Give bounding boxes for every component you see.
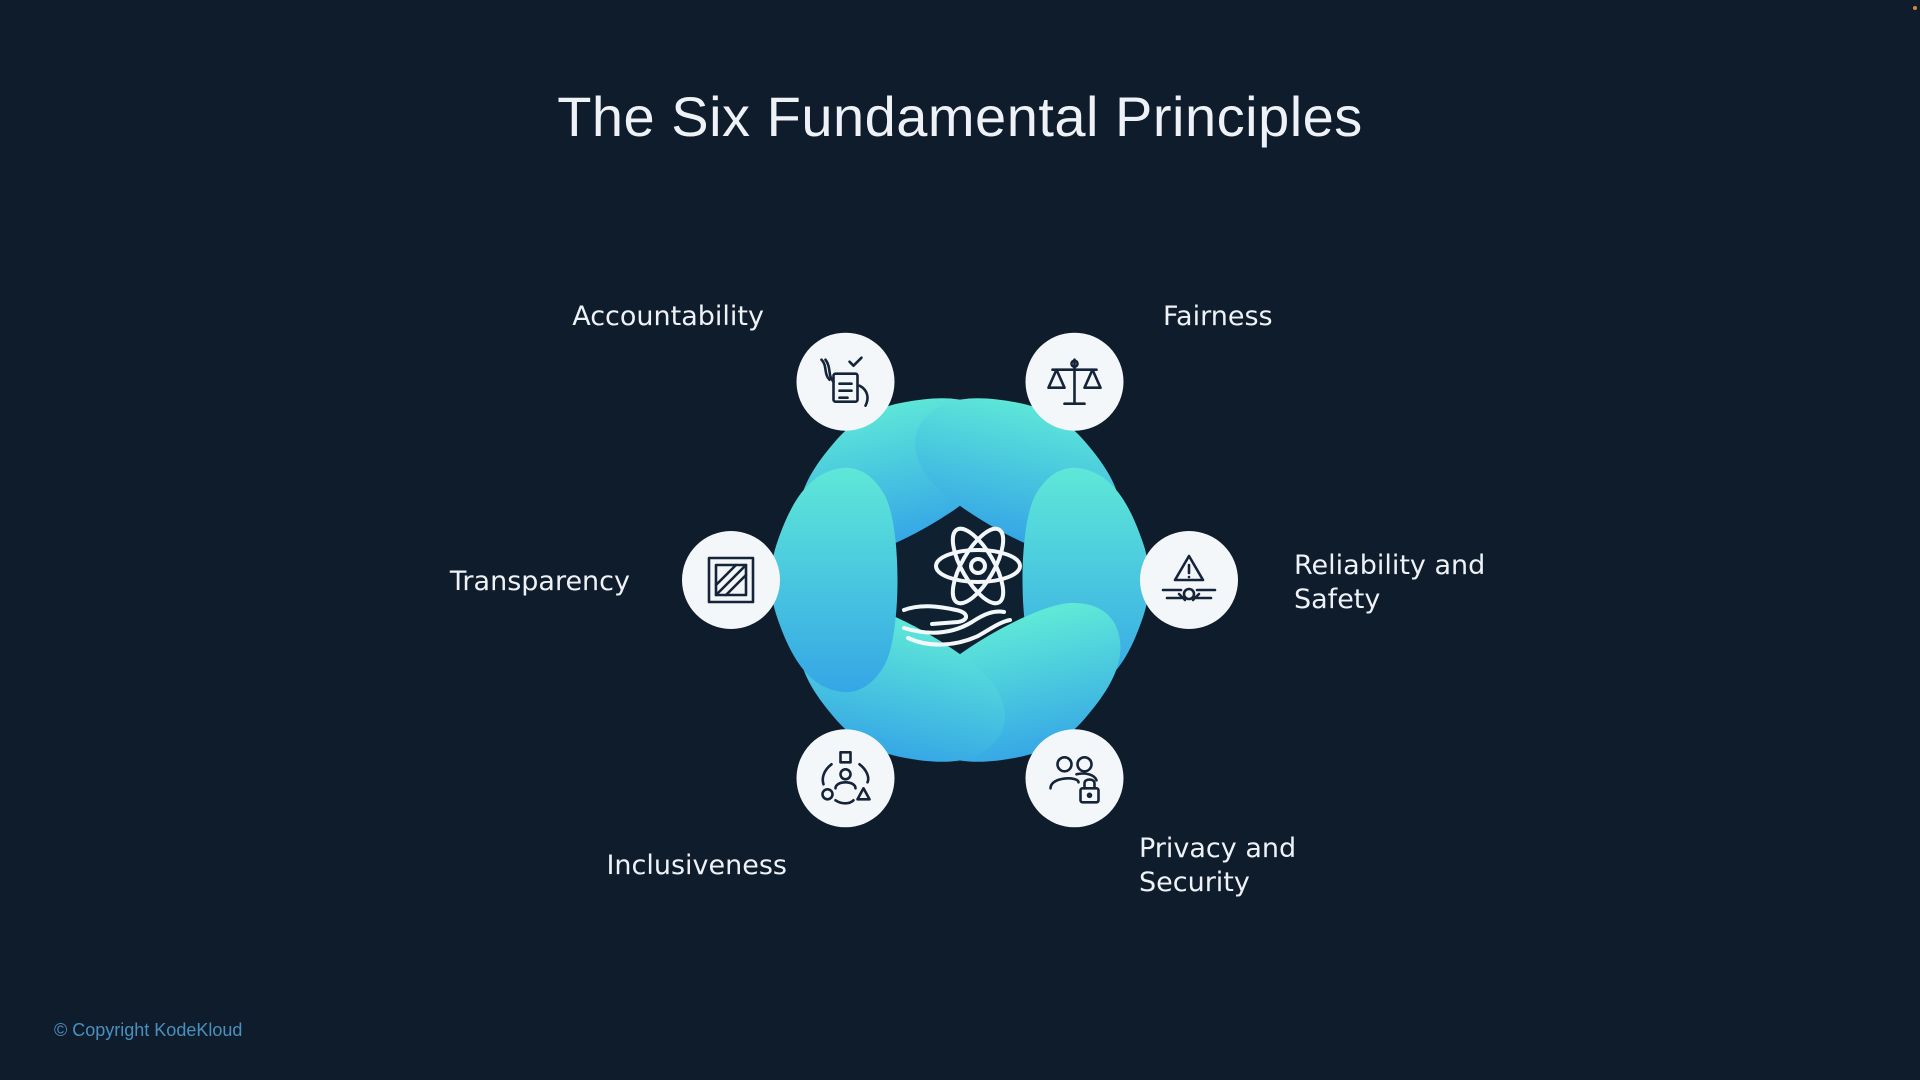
balance-scale-icon: [1047, 358, 1102, 406]
principle-node-accountability: [796, 332, 895, 431]
principle-label-privacy: Privacy and Security: [1139, 832, 1296, 900]
principle-node-inclusiveness: [796, 729, 895, 828]
people-lock-icon: [1049, 755, 1100, 804]
principle-node-reliability: [1140, 531, 1238, 629]
glass-pane-icon: [707, 556, 755, 604]
principle-label-privacy-line1: Privacy and: [1139, 833, 1297, 864]
principle-label-fairness: Fairness: [1163, 301, 1273, 332]
petal-transparency: [770, 467, 898, 693]
principle-label-reliability: Reliability and Safety: [1294, 549, 1485, 617]
diverse-group-icon: [821, 750, 871, 805]
checklist-document-icon: [820, 356, 869, 408]
principle-label-accountability: Accountability: [572, 301, 764, 332]
warning-alert-icon: [1161, 554, 1217, 602]
principle-label-reliability-line1: Reliability and: [1294, 550, 1486, 581]
principle-node-fairness: [1025, 332, 1124, 431]
copyright-text: © Copyright KodeKloud: [54, 1020, 243, 1040]
corner-dot: [1913, 6, 1917, 10]
slide-title: The Six Fundamental Principles: [557, 85, 1363, 148]
principle-node-transparency: [682, 531, 780, 629]
principle-label-transparency: Transparency: [449, 566, 630, 597]
atom-in-hand-icon: [902, 526, 1022, 647]
principle-node-privacy: [1025, 729, 1124, 828]
principle-label-inclusiveness: Inclusiveness: [606, 850, 787, 881]
principle-label-privacy-line2: Security: [1139, 867, 1250, 898]
icon-circle-accountability: [796, 332, 895, 431]
principle-label-reliability-line2: Safety: [1294, 584, 1381, 615]
